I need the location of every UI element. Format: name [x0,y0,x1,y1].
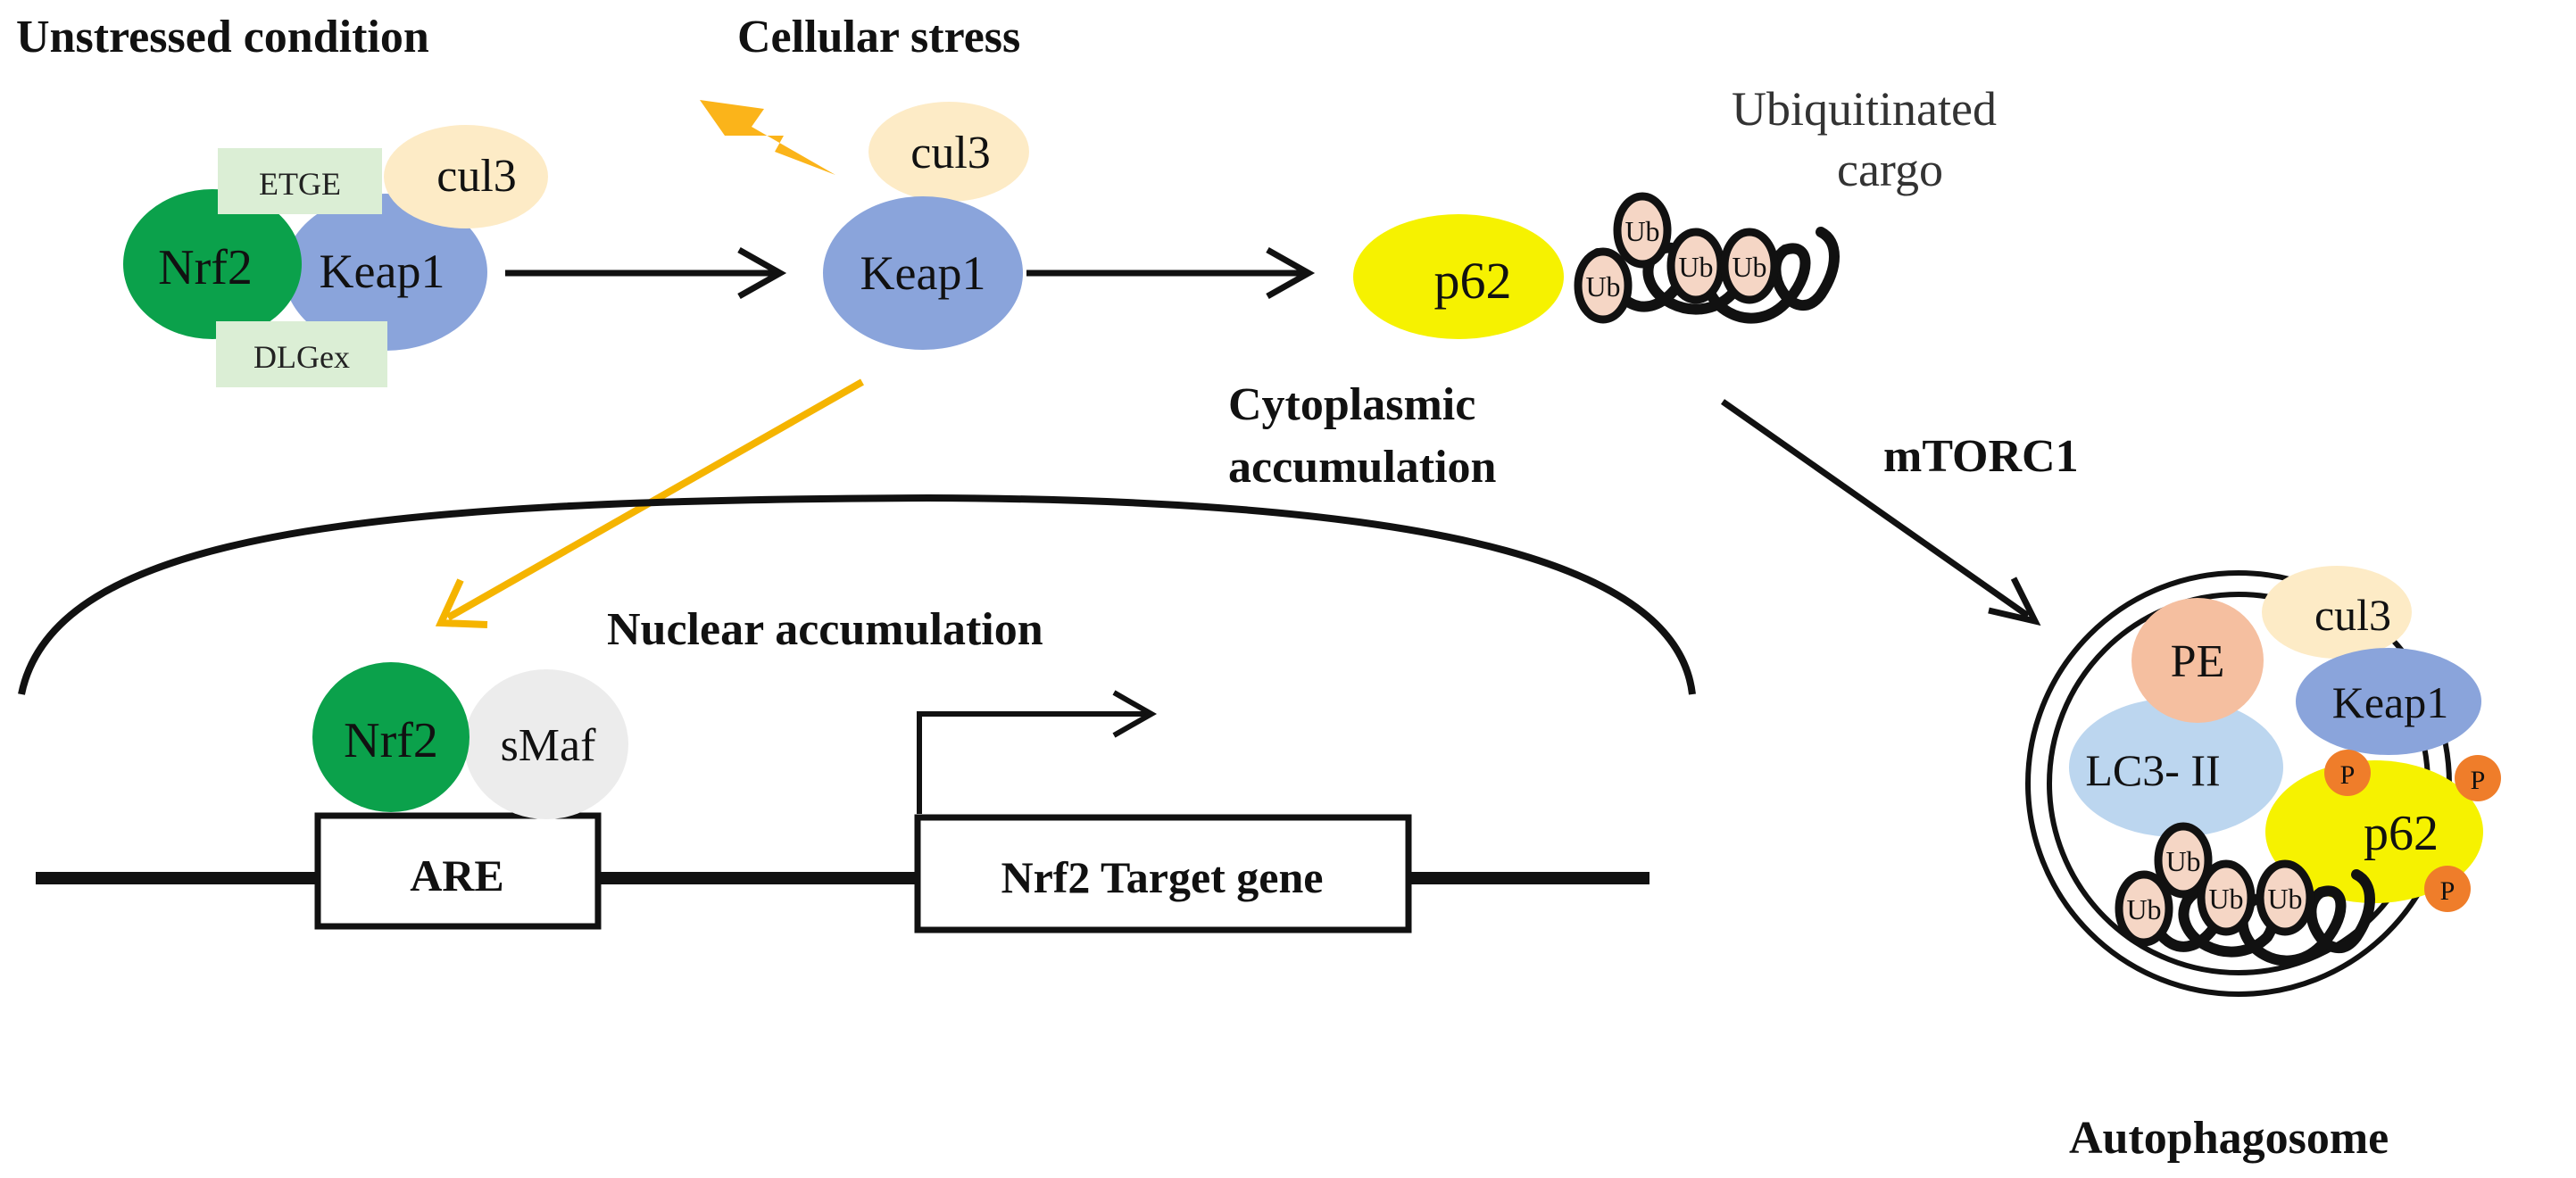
transcription-arrowhead [1112,690,1158,738]
dlgex-box [216,321,387,387]
phospho-1: P [2324,750,2371,796]
nrf2-blob [123,189,302,339]
target-gene-label: Nrf2 Target gene [1001,852,1323,902]
dlgex-label: DLGex [253,339,350,375]
arrow-cargo-to-autophagosome [1720,399,2041,626]
stress-complex: cul3 Keap1 [700,100,1029,350]
ub-1: Ub [1574,247,1633,324]
svg-text:P: P [2340,760,2356,790]
svg-text:Ub: Ub [2267,883,2302,915]
heading-ubiquitinated: Ubiquitinated [1732,82,1997,136]
ub-auto-3: Ub [2197,859,2256,936]
target-gene-box [914,814,1412,933]
nrf2-nuclear-blob [312,662,469,812]
arrow-unstressed-to-stress [505,246,787,300]
svg-text:Ub: Ub [1678,251,1713,283]
svg-text:Ub: Ub [1585,270,1620,303]
are-box [314,812,602,930]
p62-auto-blob [2265,760,2483,903]
cul3-label: cul3 [436,151,517,202]
lightning-icon [700,100,835,175]
etge-label: ETGE [259,166,341,202]
autophagosome: PE cul3 Keap1 LC3- II p62 P P P Ub Ub Ub [2025,566,2501,997]
keap1-blob [284,194,487,351]
ub-auto-4: Ub [2256,859,2314,936]
heading-unstressed-condition: Unstressed condition [16,12,429,62]
svg-text:Ub: Ub [2208,883,2243,915]
phospho-3: P [2424,866,2471,912]
ub-4: Ub [1720,228,1779,304]
are-label: ARE [410,850,504,900]
cul3-stress-blob [868,102,1029,202]
svg-text:Ub: Ub [2165,845,2200,877]
p62-auto-label: p62 [2364,806,2439,861]
svg-text:Ub: Ub [1732,251,1766,283]
svg-text:Ub: Ub [2126,893,2161,925]
ub-auto-1: Ub [2154,822,2213,899]
heading-autophagosome: Autophagosome [2069,1113,2389,1164]
ub-3: Ub [1666,228,1725,304]
pe-label: PE [2171,636,2225,687]
p62-cargo-group: p62 Ub Ub Ub Ub [1353,192,1840,339]
svg-text:P: P [2440,876,2456,906]
heading-cellular-stress: Cellular stress [737,12,1020,62]
nrf2-label: Nrf2 [158,240,253,295]
ub-2: Ub [1613,192,1672,269]
lc3-blob [2069,698,2283,837]
etge-box [218,148,382,214]
ub-auto-2: Ub [2115,870,2173,947]
lc3-label: LC3- II [2085,745,2220,795]
keap1-label: Keap1 [320,245,445,298]
cul3-auto-blob [2262,566,2412,659]
p62-blob [1353,214,1564,339]
keap1-auto-blob [2296,648,2481,755]
heading-accumulation: accumulation [1228,442,1497,493]
smaf-blob [464,669,628,819]
heading-nuclear-accumulation: Nuclear accumulation [607,604,1043,655]
p62-label: p62 [1434,252,1512,310]
heading-mtorc1: mTORC1 [1883,431,2079,482]
cul3-auto-label: cul3 [2314,590,2391,640]
cul3-blob [384,125,548,228]
unstressed-complex: ETGE DLGex Nrf2 Keap1 cul3 [123,125,548,387]
keap1-auto-label: Keap1 [2332,677,2449,727]
keap1-stress-blob [823,196,1023,350]
svg-text:P: P [2471,766,2486,795]
cul3-stress-label: cul3 [910,128,991,178]
phospho-2: P [2455,755,2501,801]
nrf2-nuclear-label: Nrf2 [344,713,438,768]
pe-blob [2131,598,2264,723]
nucleus: ARE Nrf2 Target gene Nrf2 sMaf [18,494,1696,933]
transcription-start-arrow [917,711,1146,814]
nuclear-envelope [18,494,1696,695]
heading-cargo: cargo [1837,143,1943,196]
smaf-label: sMaf [501,720,597,771]
keap1-stress-label: Keap1 [860,246,986,300]
heading-cytoplasmic: Cytoplasmic [1228,379,1475,430]
svg-text:Ub: Ub [1625,215,1659,247]
arrow-stress-to-p62 [1026,246,1316,300]
